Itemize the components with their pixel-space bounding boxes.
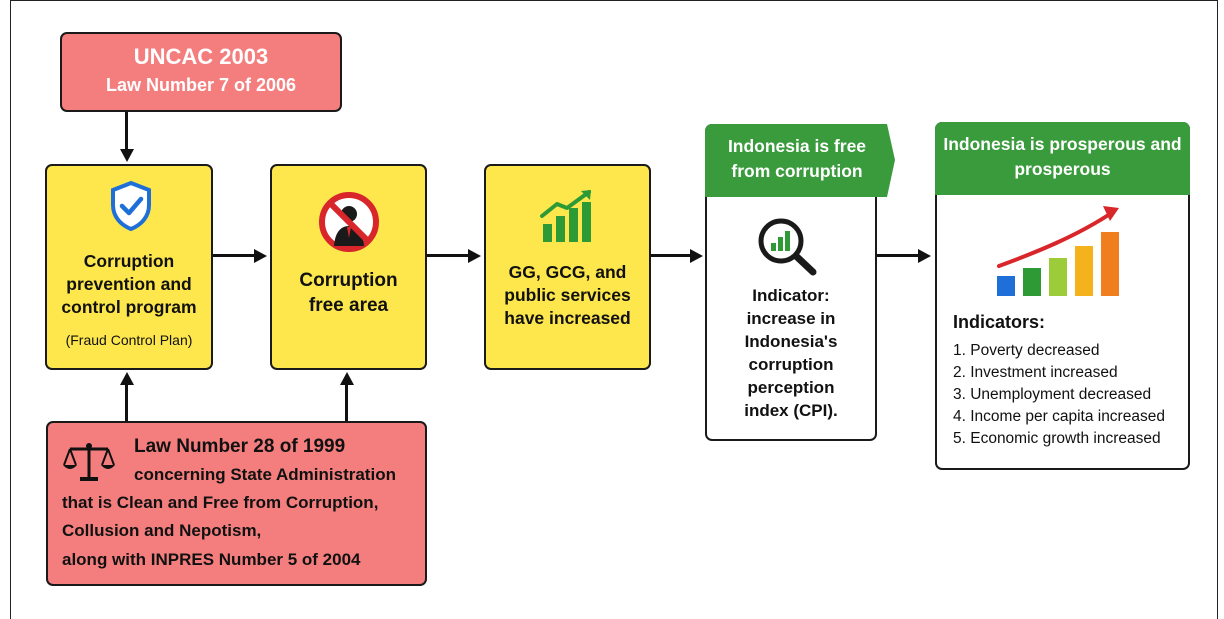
prevention-box: Corruption prevention and control progra… [45, 164, 213, 370]
uncac-title: UNCAC 2003 [133, 44, 269, 69]
prevention-label: Corruption prevention and control progra… [61, 251, 197, 317]
magnifier-chart-icon [758, 218, 817, 276]
arrow-head [468, 248, 481, 263]
list-item: 4. Income per capita increased [953, 408, 1165, 425]
law-title: Law Number 28 of 1999 [134, 436, 346, 457]
free-corruption-banner-text: Indonesia is free from corruption [727, 136, 867, 181]
arrow-2 [427, 254, 469, 257]
indicators-title: Indicators: [953, 312, 1046, 332]
arrow-head [119, 149, 134, 162]
free-area-box: Corruption free area [270, 164, 427, 370]
free-area-label: Corruption free area [299, 270, 398, 316]
free-corruption-banner: Indonesia is free from corruption [705, 124, 895, 197]
law-line-2: that is Clean and Free from Corruption, [62, 493, 379, 512]
arrow-head [918, 248, 931, 263]
indicators-list: 1. Poverty decreased 2. Investment incre… [953, 340, 1165, 450]
arrow-head [339, 372, 354, 385]
arrow-law-up-left [125, 384, 128, 422]
arrow-head [690, 248, 703, 263]
list-item: 3. Unemployment decreased [953, 386, 1152, 403]
free-corruption-indicator: Indicator: increase in Indonesia's corru… [744, 286, 838, 420]
arrow-head [119, 372, 134, 385]
arrow-3 [651, 254, 691, 257]
law-line-3: Collusion and Nepotism, [62, 521, 262, 540]
prevention-note: (Fraud Control Plan) [65, 332, 193, 348]
gg-box: GG, GCG, and public services have increa… [484, 164, 651, 370]
rising-bars-icon [997, 206, 1119, 296]
law-line-4: along with INPRES Number 5 of 2004 [62, 550, 361, 569]
arrow-4 [877, 254, 919, 257]
no-corruption-icon [319, 192, 379, 252]
law-box: Law Number 28 of 1999 concerning State A… [46, 421, 427, 586]
uncac-box: UNCAC 2003 Law Number 7 of 2006 [60, 32, 342, 112]
arrow-uncac-down [125, 112, 128, 150]
diagram-frame [10, 0, 1218, 619]
uncac-subtitle: Law Number 7 of 2006 [105, 75, 297, 95]
list-item: 2. Investment increased [953, 364, 1118, 381]
arrow-1 [213, 254, 255, 257]
prosperous-box: Indonesia is prosperous and prosperous I… [935, 122, 1190, 470]
list-item: 1. Poverty decreased [953, 342, 1100, 359]
arrow-law-up-right [345, 384, 348, 422]
growth-chart-icon [540, 190, 591, 242]
arrow-head [254, 248, 267, 263]
list-item: 5. Economic growth increased [953, 430, 1161, 447]
prosperous-banner: Indonesia is prosperous and prosperous [935, 122, 1190, 195]
scales-icon [63, 443, 115, 481]
free-corruption-box: Indonesia is free from corruption Indica… [705, 124, 895, 441]
shield-check-icon [111, 180, 151, 232]
prosperous-banner-text: Indonesia is prosperous and prosperous [943, 134, 1182, 179]
gg-label: GG, GCG, and public services have increa… [504, 262, 631, 328]
law-line-1: concerning State Administration [134, 465, 396, 484]
